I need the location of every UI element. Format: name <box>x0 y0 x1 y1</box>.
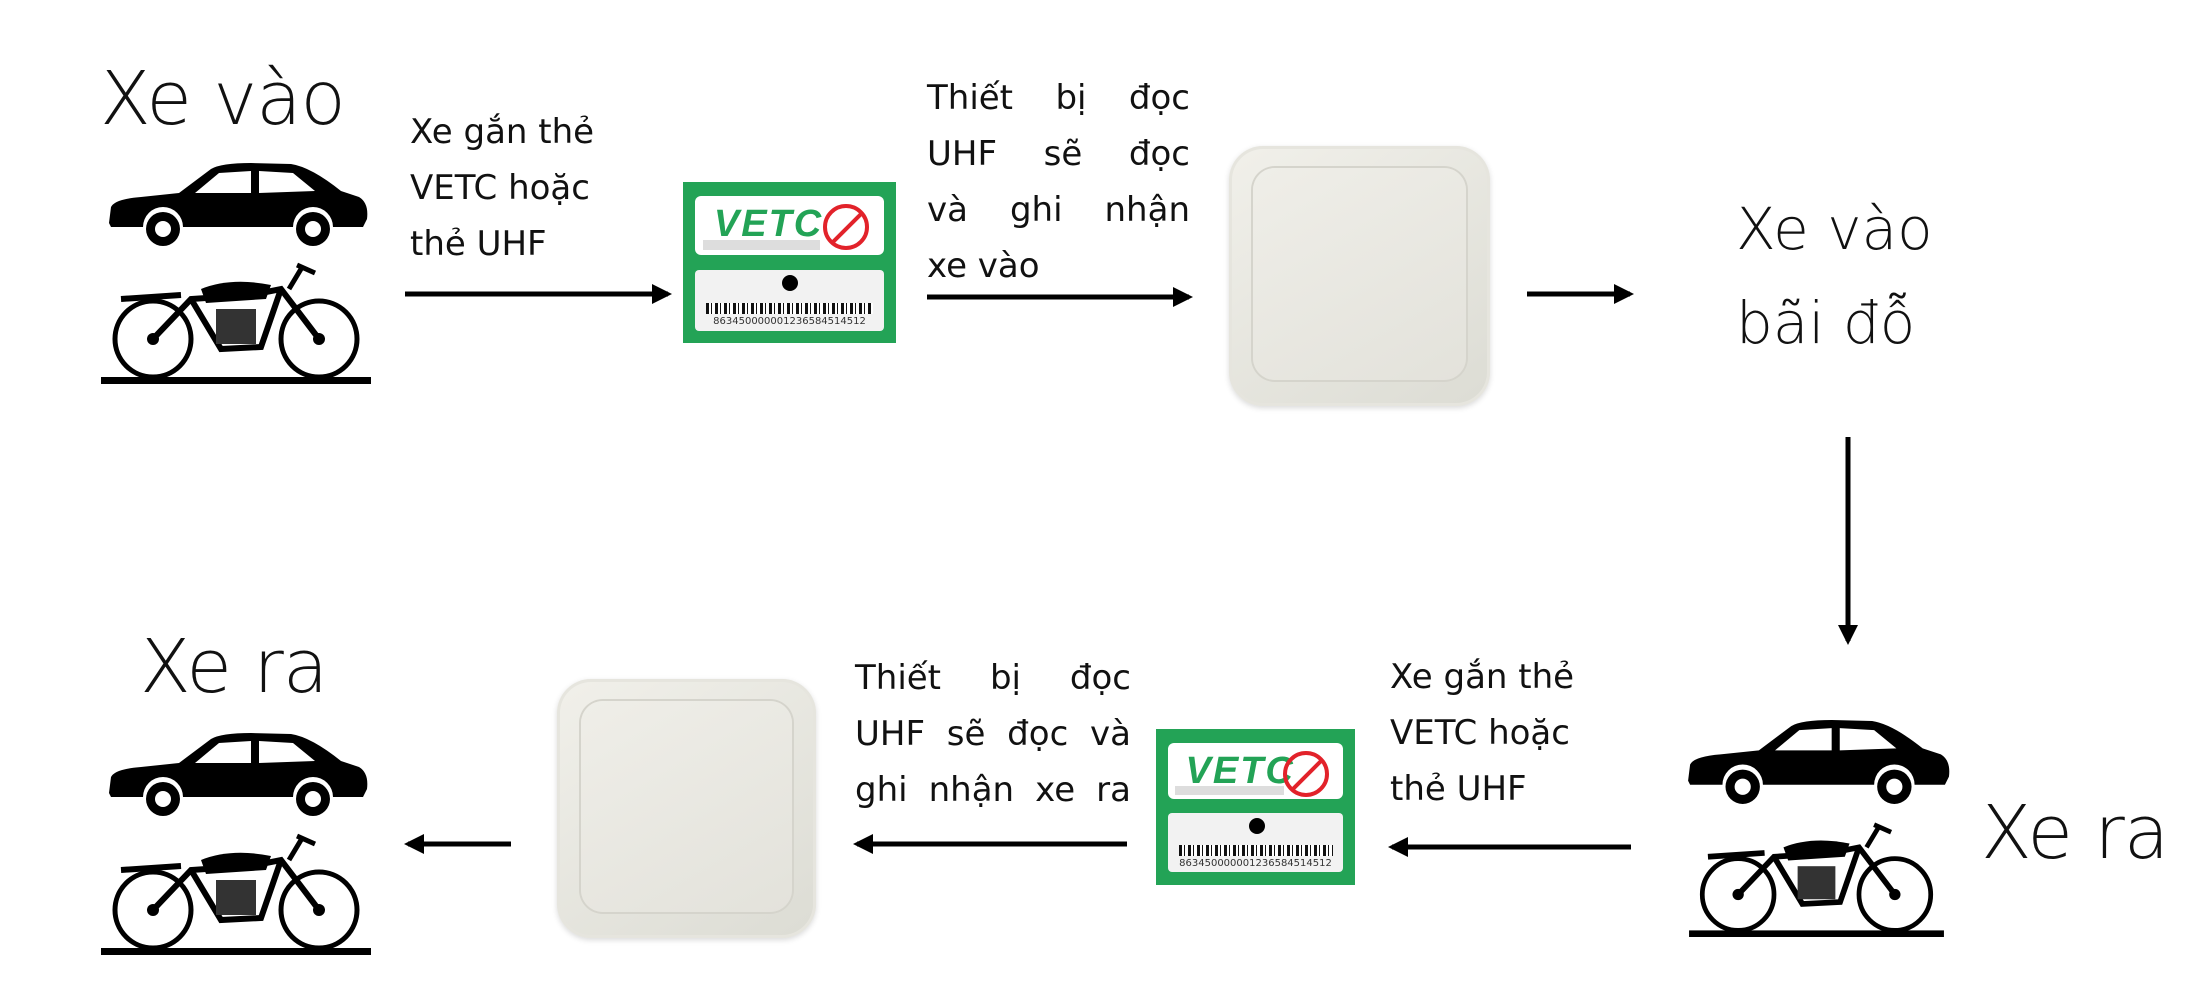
chip-icon <box>1248 818 1265 835</box>
text-line: Xe gắn thẻ <box>410 112 595 152</box>
chip-icon <box>781 274 798 291</box>
text-line: UHF sẽ đọc <box>927 134 1190 174</box>
exit-title-right: Xe ra <box>1981 790 2169 876</box>
text-line: thẻ UHF <box>1390 769 1527 809</box>
card-number: 863450000001236584514512 <box>713 316 866 328</box>
car-icon <box>101 161 371 251</box>
text-line: Thiết bị đọc <box>927 78 1190 118</box>
uhf-reader <box>557 679 816 938</box>
text-line: Thiết bị đọc <box>855 658 1131 698</box>
text-line: VETC hoặc <box>1390 713 1570 753</box>
barcode <box>706 302 873 314</box>
exit-step2-text: Thiết bị đọc UHF sẽ đọc và ghi nhận xe r… <box>855 650 1131 818</box>
exit-step1-text: Xe gắn thẻ VETC hoặc thẻ UHF <box>1390 649 1574 817</box>
text-line: xe vào <box>927 246 1040 286</box>
vetc-card: VETC 863450000001236584514512 <box>1156 729 1355 885</box>
motorcycle-icon <box>101 830 371 955</box>
entry-result: Xe vào bãi đỗ <box>1736 182 1933 370</box>
text-line: Xe gắn thẻ <box>1390 657 1575 697</box>
barcode <box>1178 845 1333 856</box>
text-line: thẻ UHF <box>410 224 547 264</box>
text-line: UHF sẽ đọc và <box>855 714 1131 754</box>
text-line: VETC hoặc <box>410 168 590 208</box>
uhf-reader <box>1229 146 1490 406</box>
motorcycle-icon <box>101 259 371 384</box>
no-sign-icon <box>822 204 869 251</box>
entry-step2-text: Thiết bị đọc UHF sẽ đọc và ghi nhận xe v… <box>927 70 1190 294</box>
vetc-card: VETC 863450000001236584514512 <box>683 182 896 343</box>
entry-title: Xe vào <box>100 56 346 142</box>
entry-step1-text: Xe gắn thẻ VETC hoặc thẻ UHF <box>410 104 594 272</box>
text-line: Xe vào <box>1736 195 1933 263</box>
car-icon <box>101 731 371 821</box>
motorcycle-icon <box>1680 819 1953 937</box>
text-line: bãi đỗ <box>1736 289 1916 357</box>
text-line: và ghi nhận <box>927 190 1190 230</box>
vetc-logo: VETC <box>1185 749 1295 792</box>
car-icon <box>1680 718 1953 809</box>
vetc-logo: VETC <box>713 203 824 246</box>
card-number: 863450000001236584514512 <box>1179 857 1332 869</box>
no-sign-icon <box>1283 750 1329 797</box>
exit-title-left: Xe ra <box>140 624 328 710</box>
text-line: ghi nhận xe ra <box>855 770 1131 810</box>
